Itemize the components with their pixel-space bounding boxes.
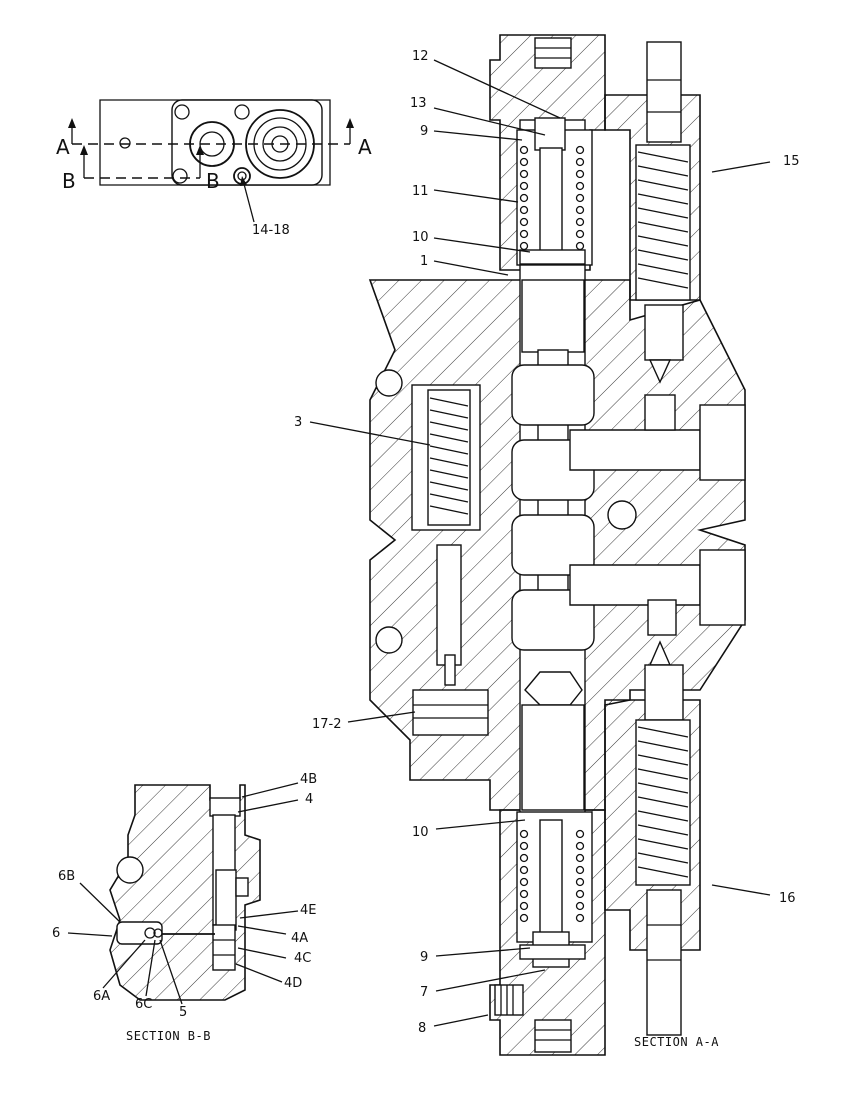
callout-4a: 4A xyxy=(291,931,308,946)
callout-15: 15 xyxy=(783,154,800,169)
callout-4e: 4E xyxy=(300,903,317,918)
callout-6: 6 xyxy=(52,926,60,941)
callout-6c: 6C xyxy=(135,997,152,1012)
section-a-a-caption: SECTION A-A xyxy=(634,1035,719,1049)
callout-16: 16 xyxy=(779,891,796,906)
callout-4: 4 xyxy=(305,792,313,807)
callout-6a: 6A xyxy=(93,989,110,1004)
callout-10-bottom: 10 xyxy=(412,825,429,840)
callout-8: 8 xyxy=(418,1021,426,1036)
callout-7: 7 xyxy=(420,985,428,1000)
callout-11: 11 xyxy=(412,184,429,199)
callout-10-top: 10 xyxy=(412,230,429,245)
callout-4c: 4C xyxy=(294,951,311,966)
callout-6b: 6B xyxy=(58,869,75,884)
section-b-right-letter: B xyxy=(206,169,220,193)
callout-12: 12 xyxy=(412,49,429,64)
section-a-right-letter: A xyxy=(358,135,372,159)
callout-3: 3 xyxy=(294,415,302,430)
section-b-left-letter: B xyxy=(62,169,76,193)
callout-14-18: 14-18 xyxy=(252,223,290,238)
callout-9-top: 9 xyxy=(420,124,428,139)
section-a-left-letter: A xyxy=(56,135,70,159)
section-a-a: 12 13 9 11 10 1 3 17-2 10 9 7 8 15 16 SE… xyxy=(294,34,800,1056)
callout-9-bottom: 9 xyxy=(420,950,428,965)
callout-1: 1 xyxy=(420,254,428,269)
callout-4b: 4B xyxy=(300,772,317,787)
section-b-b: 4B 4 6B 6 4E 4A 4C 4D 6A 6C 5 SECTION B-… xyxy=(52,772,317,1043)
callout-17-2: 17-2 xyxy=(312,717,342,732)
callout-4d: 4D xyxy=(284,976,302,991)
bottom-spring-coils xyxy=(519,829,585,923)
callout-5: 5 xyxy=(179,1005,187,1020)
section-b-b-caption: SECTION B-B xyxy=(126,1029,211,1043)
top-view: A A B B 14-18 xyxy=(56,99,372,238)
callout-13: 13 xyxy=(410,96,427,111)
